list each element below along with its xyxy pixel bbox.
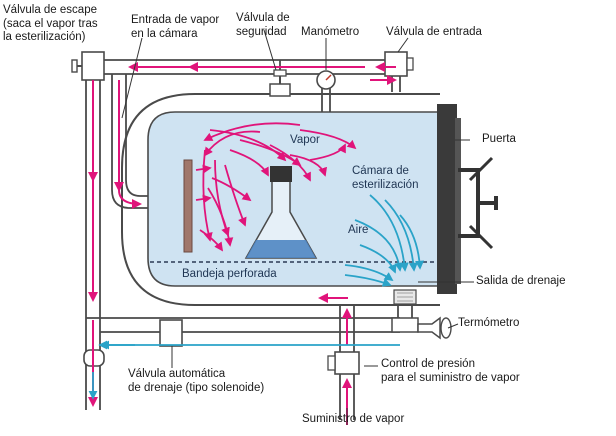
label-thermometer: Termómetro xyxy=(458,317,520,329)
door xyxy=(437,104,498,294)
leader-lines xyxy=(121,29,474,425)
label-exhaust-valve: Válvula de escape (saca el vapor tras la… xyxy=(3,4,98,43)
label-vapor: Vapor xyxy=(290,134,320,146)
steam-flow-pipes xyxy=(88,62,397,425)
pressure-control-valve xyxy=(327,351,360,375)
exhaust-valve xyxy=(71,51,105,81)
label-steam-inlet-chamber: Entrada de vapor en la cámara xyxy=(131,14,220,40)
thermometer xyxy=(417,316,452,340)
label-sterilization-chamber: Cámara de esterilización xyxy=(352,165,419,191)
label-drain-outlet: Salida de drenaje xyxy=(476,275,566,287)
label-pressure-gauge: Manómetro xyxy=(301,26,360,38)
baffle-plate xyxy=(183,159,193,253)
pressure-gauge xyxy=(316,70,336,90)
air-flow-arrows xyxy=(98,194,425,350)
label-automatic-drain-valve: Válvula automática de drenaje (tipo sole… xyxy=(128,368,265,394)
steam-flow-chamber xyxy=(195,122,357,252)
label-door: Puerta xyxy=(482,133,516,145)
inlet-valve xyxy=(384,51,414,77)
label-safety-valve: Válvula de seguridad xyxy=(236,12,290,38)
label-inlet-valve: Válvula de entrada xyxy=(386,26,482,38)
automatic-drain-valve xyxy=(159,319,183,347)
drain-strainer xyxy=(391,289,419,333)
safety-valve xyxy=(269,69,291,97)
label-perforated-tray: Bandeja perforada xyxy=(182,268,277,280)
label-pressure-control: Control de presión para el suministro de… xyxy=(381,358,520,384)
label-air: Aire xyxy=(348,224,369,236)
erlenmeyer-flask xyxy=(244,166,318,259)
label-steam-supply: Suministro de vapor xyxy=(302,413,405,425)
